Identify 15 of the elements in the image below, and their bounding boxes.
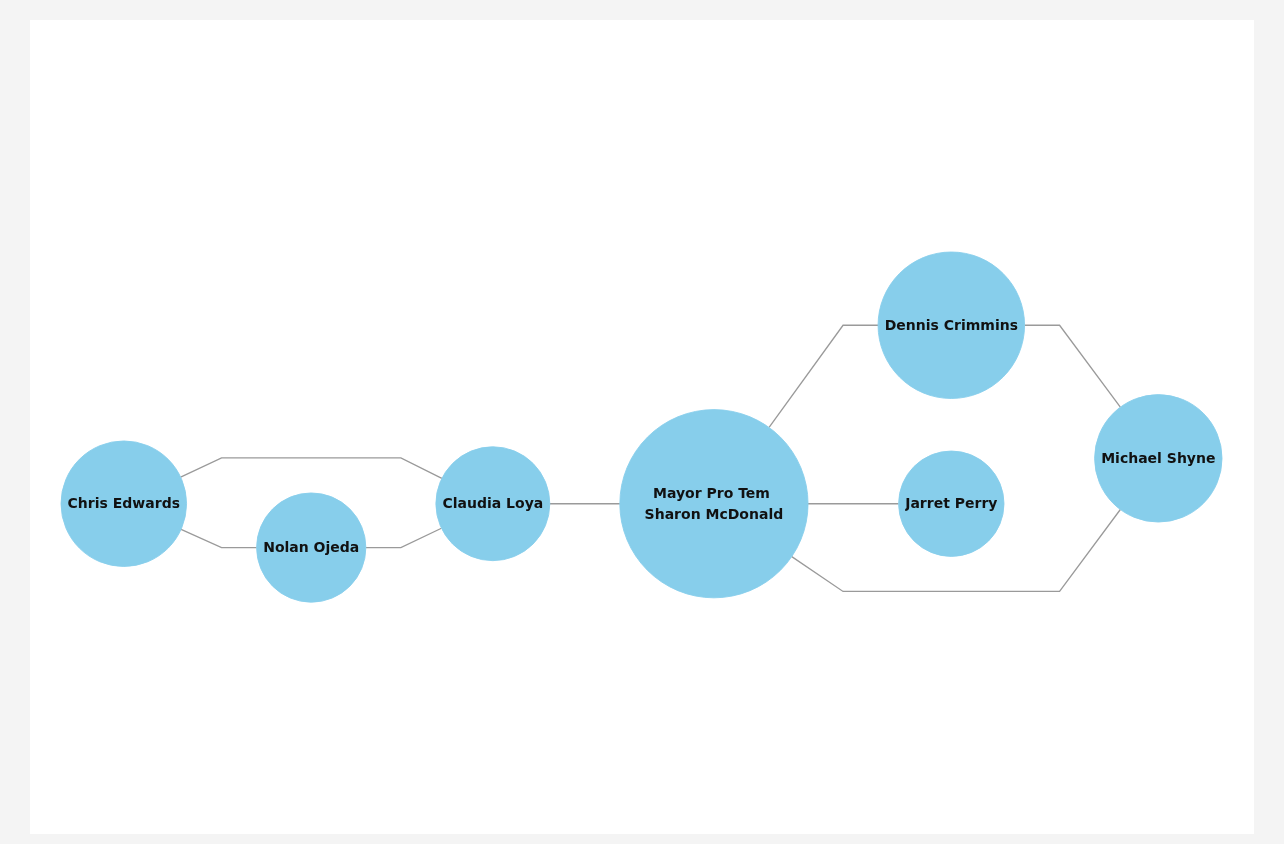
connector: [365, 527, 443, 549]
node-circle: Mayor Pro Tem Sharon McDonald: [619, 409, 809, 599]
node-circle: Chris Edwards: [61, 440, 188, 567]
node-circle: Dennis Crimmins: [878, 251, 1026, 399]
connector: [180, 457, 443, 479]
connector: [768, 324, 880, 429]
node-circle: Jarret Perry: [898, 450, 1005, 557]
connector: [807, 502, 900, 505]
connector: [549, 502, 621, 505]
connector: [791, 508, 1122, 592]
connector: [180, 528, 258, 549]
node-circle: Nolan Ojeda: [256, 492, 367, 603]
connector: [1024, 324, 1122, 408]
node-circle: Michael Shyne: [1094, 394, 1223, 523]
node-circle: Claudia Loya: [435, 446, 551, 561]
